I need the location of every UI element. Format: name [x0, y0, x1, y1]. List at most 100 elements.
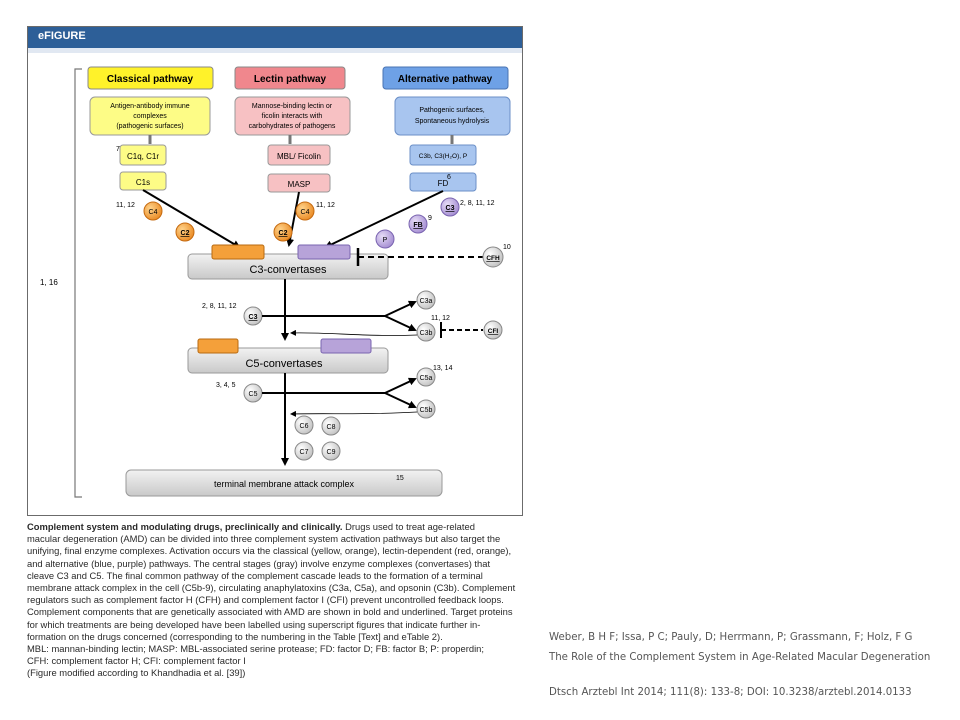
- svg-text:C2: C2: [181, 230, 190, 237]
- svg-text:C3b, C3(H₂O), P: C3b, C3(H₂O), P: [419, 153, 467, 160]
- svg-text:C2: C2: [279, 230, 288, 237]
- svg-text:C5-convertases: C5-convertases: [245, 358, 323, 370]
- caption-line: Complement components that are genetical…: [27, 606, 513, 618]
- classical-arrow: [142, 189, 241, 249]
- caption-line: formation on the drugs concerned (corres…: [27, 630, 443, 642]
- svg-text:Mannose-binding lectin or: Mannose-binding lectin or: [252, 103, 333, 110]
- svg-text:C3-convertases: C3-convertases: [249, 264, 327, 276]
- c5b-arrow: [384, 392, 417, 409]
- svg-text:11, 12: 11, 12: [316, 202, 335, 209]
- caption-line: MBL: mannan-binding lectin; MASP: MBL-as…: [27, 643, 484, 655]
- svg-text:2, 8, 11, 12: 2, 8, 11, 12: [202, 303, 237, 310]
- caption-line: and alternative (blue, purple) pathways.…: [27, 557, 491, 569]
- svg-text:C1q, C1r: C1q, C1r: [127, 152, 159, 161]
- side-label: 1, 16: [40, 278, 58, 287]
- alternative-pathway-header: Alternative pathway: [382, 66, 509, 90]
- svg-text:Pathogenic surfaces,: Pathogenic surfaces,: [419, 107, 484, 114]
- svg-text:11, 12: 11, 12: [431, 315, 450, 322]
- cfi-circle: CFI: [483, 320, 503, 340]
- c5-circle: C5 3, 4, 5: [216, 382, 263, 403]
- c2-left-circle: C2: [175, 222, 195, 242]
- alternative-arrow: [324, 190, 444, 249]
- c8-circle: C8: [321, 416, 341, 436]
- caption-line: Drugs used to treat age-related: [345, 521, 475, 532]
- caption-line: (Figure modified according to Khandhadia…: [27, 667, 246, 679]
- svg-text:C3b: C3b: [420, 330, 433, 337]
- efigure-panel: eFIGURE 1, 16: [27, 26, 523, 516]
- svg-text:10: 10: [503, 244, 511, 251]
- caption-line: membrane attack complex in the cell (C5b…: [27, 582, 516, 594]
- caption-line: for which treatments are being developed…: [27, 618, 481, 630]
- figure-caption: Complement system and modulating drugs, …: [27, 521, 527, 680]
- classical-trigger-box: Antigen-antibody immune complexes (patho…: [89, 96, 211, 136]
- c3a-circle: C3a: [416, 290, 436, 310]
- c6-circle: C6: [294, 415, 314, 435]
- mbl-ficolin-box: MBL/ Ficolin: [267, 144, 331, 166]
- svg-text:C6: C6: [300, 423, 309, 430]
- c4-mid-circle: C4 11, 12: [295, 201, 335, 221]
- figure-header-bar: eFIGURE: [28, 27, 522, 48]
- lectin-pathway-header: Lectin pathway: [234, 66, 346, 90]
- svg-text:Lectin pathway: Lectin pathway: [254, 74, 327, 85]
- svg-text:CFI: CFI: [488, 328, 499, 335]
- caption-line: cleave C3 and C5. The final common pathw…: [27, 569, 483, 581]
- svg-text:7: 7: [116, 146, 120, 153]
- c3b-circle: C3b 11, 12: [416, 315, 450, 342]
- caption-line: macular degeneration (AMD) can be divide…: [27, 533, 501, 545]
- caption-title: Complement system and modulating drugs, …: [27, 521, 343, 532]
- svg-text:ficolin interacts with: ficolin interacts with: [262, 113, 323, 120]
- svg-text:MBL/ Ficolin: MBL/ Ficolin: [277, 152, 321, 161]
- svg-text:Spontaneous hydrolysis: Spontaneous hydrolysis: [415, 118, 490, 125]
- caption-line: unifying, final enzyme complexes. Activa…: [27, 545, 512, 557]
- c5-convertases-box: C5-convertases: [187, 338, 389, 374]
- c5b-feedback-arrow: [290, 410, 418, 417]
- svg-text:3, 4, 5: 3, 4, 5: [216, 382, 236, 389]
- citation-authors: Weber, B H F; Issa, P C; Pauly, D; Herrm…: [549, 632, 913, 643]
- svg-text:2, 8, 11, 12: 2, 8, 11, 12: [460, 200, 495, 207]
- c1s-box: C1s: [119, 171, 167, 191]
- svg-text:MASP: MASP: [288, 180, 311, 189]
- svg-text:Classical pathway: Classical pathway: [107, 74, 194, 85]
- svg-text:C8: C8: [327, 424, 336, 431]
- c3-alt-circle: C3 2, 8, 11, 12: [440, 197, 495, 217]
- citation-title: The Role of the Complement System in Age…: [549, 652, 931, 663]
- c2-mid-circle: C2: [273, 222, 293, 242]
- svg-text:9: 9: [428, 215, 432, 222]
- classical-pathway-header: Classical pathway: [87, 66, 214, 90]
- svg-text:C4: C4: [149, 209, 158, 216]
- svg-text:CFH: CFH: [486, 255, 500, 262]
- c9-circle: C9: [321, 441, 341, 461]
- svg-text:15: 15: [396, 475, 404, 482]
- figure-header-label: eFIGURE: [38, 30, 86, 42]
- svg-text:FD: FD: [438, 179, 449, 188]
- header-underline: [28, 48, 522, 53]
- svg-text:C7: C7: [300, 449, 309, 456]
- svg-text:11, 12: 11, 12: [116, 202, 135, 209]
- masp-box: MASP: [267, 173, 331, 193]
- c5a-circle: C5a 13, 14: [416, 365, 453, 387]
- cfh-circle: CFH 10: [482, 244, 511, 268]
- svg-text:(pathogenic surfaces): (pathogenic surfaces): [116, 123, 183, 130]
- svg-text:C3: C3: [249, 314, 258, 321]
- svg-text:Alternative pathway: Alternative pathway: [398, 74, 493, 85]
- lectin-trigger-box: Mannose-binding lectin or ficolin intera…: [234, 96, 351, 136]
- svg-text:P: P: [383, 237, 388, 244]
- c5b-circle: C5b: [416, 399, 436, 419]
- side-bracket: [74, 68, 82, 498]
- svg-text:C5: C5: [249, 391, 258, 398]
- svg-text:C4: C4: [301, 209, 310, 216]
- c3b-feedback-arrow: [290, 329, 418, 336]
- c7-circle: C7: [294, 441, 314, 461]
- svg-text:C9: C9: [327, 449, 336, 456]
- c5a-arrow: [384, 377, 417, 394]
- svg-text:C1s: C1s: [136, 178, 150, 187]
- alternative-trigger-box: Pathogenic surfaces, Spontaneous hydroly…: [394, 96, 511, 136]
- citation-source: Dtsch Arztebl Int 2014; 111(8): 133-8; D…: [549, 687, 912, 698]
- c3b-arrow: [384, 315, 417, 332]
- svg-text:C5a: C5a: [420, 375, 433, 382]
- svg-text:C3: C3: [446, 205, 455, 212]
- svg-text:carbohydrates of pathogens: carbohydrates of pathogens: [249, 123, 336, 130]
- svg-text:terminal membrane attack compl: terminal membrane attack complex: [214, 479, 355, 489]
- c1q-c1r-box: C1q, C1r 7: [116, 144, 167, 166]
- fb-circle: FB 9: [408, 214, 432, 234]
